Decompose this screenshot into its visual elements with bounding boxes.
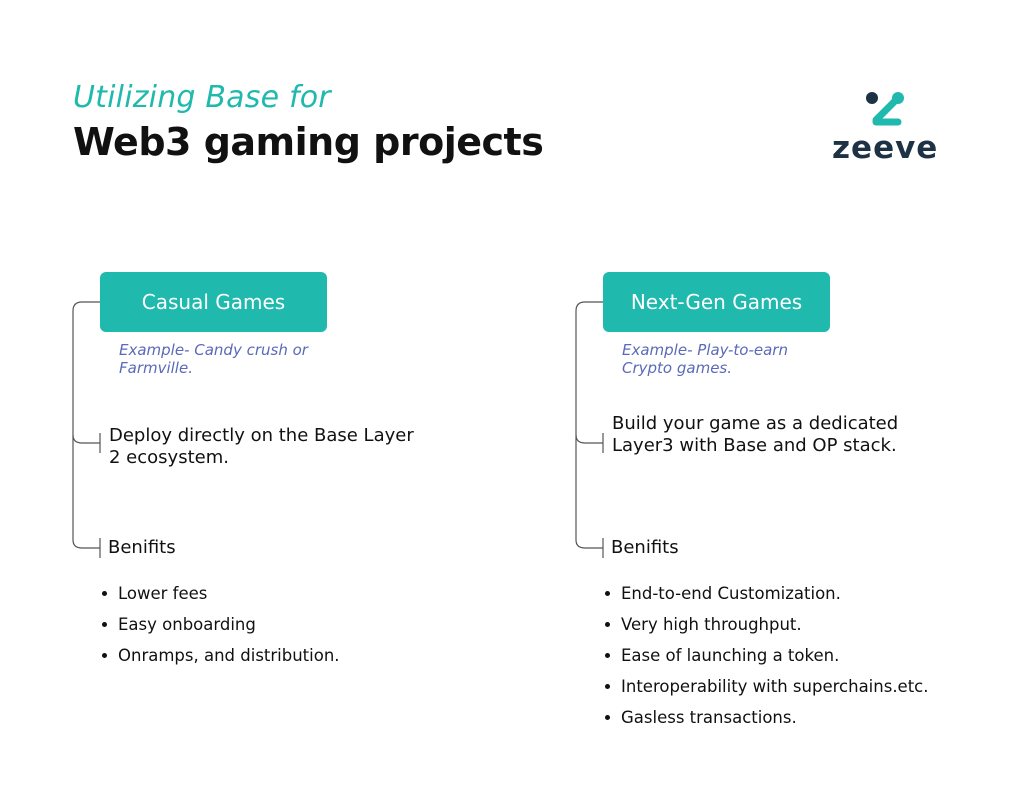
benefit-item: Very high throughput. [603, 609, 963, 640]
benefit-item: Interoperability with superchains.etc. [603, 671, 963, 702]
logo-wordmark: zeeve [832, 130, 939, 166]
bullet-icon [605, 653, 610, 658]
benefit-item: Ease of launching a token. [603, 640, 963, 671]
tree-connector [575, 301, 604, 558]
next-gen-games-description: Build your game as a dedicated Layer3 wi… [612, 413, 899, 456]
bullet-icon [102, 653, 107, 658]
casual-games-benefits-list: Lower fees Easy onboarding Onramps, and … [100, 578, 460, 671]
tree-connector [72, 301, 101, 558]
casual-games-example: Example- Candy crush or Farmville. [119, 341, 308, 377]
logo-stroke [872, 96, 900, 124]
zeeve-logo-icon [866, 92, 904, 126]
page-title: Web3 gaming projects [73, 120, 544, 164]
next-gen-games-benefits-list: End-to-end Customization. Very high thro… [603, 578, 963, 733]
page-subtitle: Utilizing Base for [73, 80, 331, 115]
next-gen-games-heading: Next-Gen Games [603, 272, 830, 332]
next-gen-games-benefits-title: Benifits [611, 537, 679, 558]
bullet-icon [605, 622, 610, 627]
bullet-icon [102, 591, 107, 596]
benefit-item: End-to-end Customization. [603, 578, 963, 609]
bullet-icon [102, 622, 107, 627]
bullet-icon [605, 715, 610, 720]
zeeve-logo: zeeve [832, 90, 942, 170]
casual-games-description: Deploy directly on the Base Layer 2 ecos… [109, 425, 414, 468]
benefit-item: Onramps, and distribution. [100, 640, 460, 671]
logo-dot-dark [866, 92, 878, 104]
bullet-icon [605, 684, 610, 689]
bullet-icon [605, 591, 610, 596]
benefit-item: Lower fees [100, 578, 460, 609]
casual-games-heading: Casual Games [100, 272, 327, 332]
next-gen-games-example: Example- Play-to-earn Crypto games. [622, 341, 788, 377]
benefit-item: Easy onboarding [100, 609, 460, 640]
next-gen-games-column: Next-Gen Games Example- Play-to-earn Cry… [503, 0, 943, 803]
benefit-item: Gasless transactions. [603, 702, 963, 733]
casual-games-benefits-title: Benifits [108, 537, 176, 558]
casual-games-column: Casual Games Example- Candy crush or Far… [0, 0, 440, 803]
